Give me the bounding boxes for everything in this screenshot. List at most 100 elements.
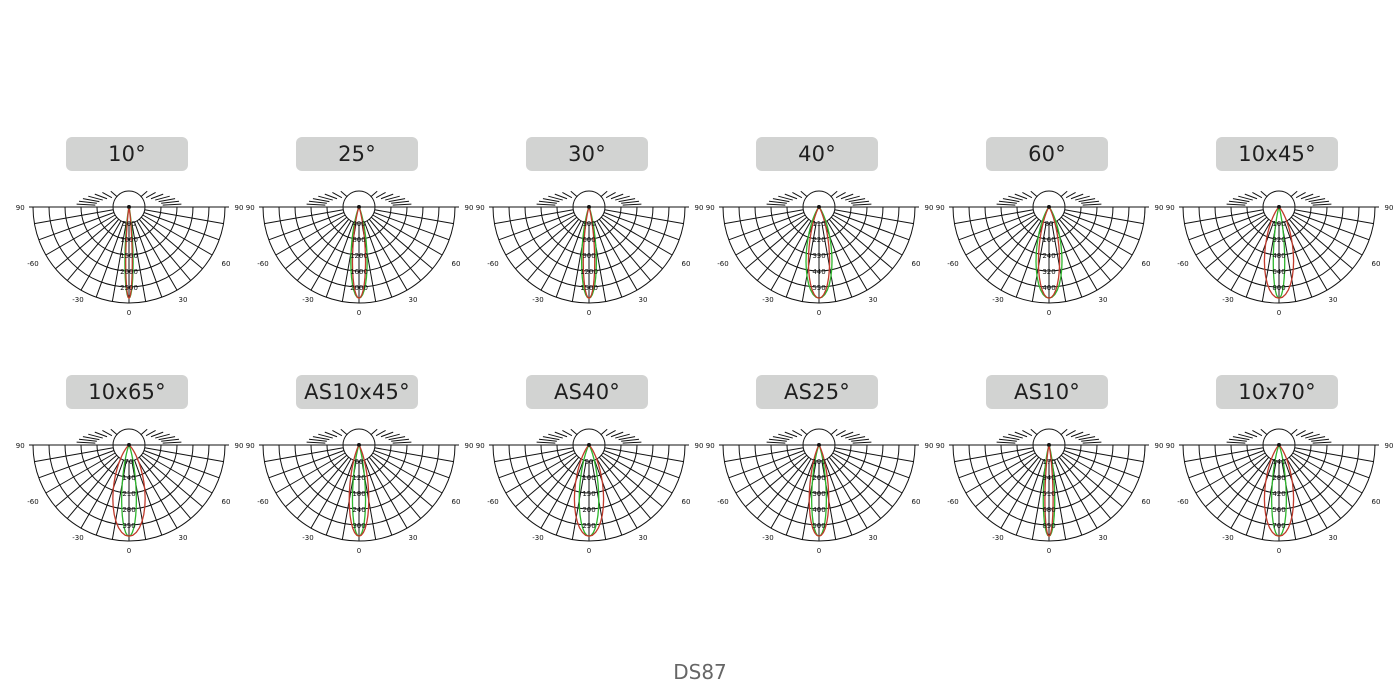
beam-angle-label: 25° bbox=[296, 137, 418, 171]
angle-tick-label: -30 bbox=[992, 296, 1003, 304]
angle-tick-label: 0 bbox=[817, 309, 821, 317]
luminous-intensity-curve bbox=[348, 446, 370, 537]
radial-tick-label: 70 bbox=[125, 458, 134, 466]
radial-tick-label: 140 bbox=[122, 474, 135, 482]
radial-tick-label: 700 bbox=[1272, 522, 1285, 530]
radial-tick-label: 900 bbox=[582, 252, 595, 260]
angle-tick-label: 90 bbox=[465, 204, 474, 212]
radial-tick-label: 600 bbox=[582, 236, 595, 244]
luminous-intensity-curve bbox=[1263, 207, 1295, 299]
luminous-intensity-curve bbox=[582, 208, 596, 299]
angle-tick-label: -90 bbox=[16, 204, 25, 212]
angle-tick-label: -90 bbox=[936, 204, 945, 212]
radial-tick-label: 120 bbox=[352, 474, 365, 482]
beam-angle-label: 60° bbox=[986, 137, 1108, 171]
luminous-intensity-curve bbox=[1044, 446, 1054, 538]
beam-angle-label: 10° bbox=[66, 137, 188, 171]
radial-tick-label: 180 bbox=[352, 490, 365, 498]
angle-tick-label: 60 bbox=[1142, 498, 1151, 506]
radial-tick-label: 280 bbox=[1272, 474, 1285, 482]
angle-tick-label: -30 bbox=[72, 534, 83, 542]
angle-tick-label: -90 bbox=[706, 442, 715, 450]
angle-tick-label: 60 bbox=[1372, 498, 1381, 506]
radial-tick-label: 2000 bbox=[350, 284, 368, 292]
angle-tick-label: -60 bbox=[717, 260, 728, 268]
angle-tick-label: 90 bbox=[235, 442, 244, 450]
radial-tick-label: 300 bbox=[582, 220, 595, 228]
radial-tick-label: 200 bbox=[582, 506, 595, 514]
radial-tick-label: 510 bbox=[1042, 490, 1055, 498]
angle-tick-label: 90 bbox=[465, 442, 474, 450]
luminous-intensity-curve bbox=[112, 445, 146, 537]
beam-angle-label: 40° bbox=[756, 137, 878, 171]
angle-tick-label: 90 bbox=[925, 204, 934, 212]
luminous-intensity-curve bbox=[1037, 208, 1061, 299]
polar-origin-dot bbox=[1047, 205, 1051, 209]
beam-angle-label: AS25° bbox=[756, 375, 878, 409]
angle-tick-label: -90 bbox=[476, 442, 485, 450]
radial-tick-label: 250 bbox=[582, 522, 595, 530]
angle-tick-label: 0 bbox=[357, 309, 361, 317]
radial-tick-label: 440 bbox=[812, 268, 825, 276]
angle-tick-label: 0 bbox=[127, 547, 131, 555]
angle-tick-label: -60 bbox=[947, 498, 958, 506]
polar-origin-dot bbox=[357, 443, 361, 447]
angle-tick-label: 30 bbox=[1099, 296, 1108, 304]
radial-tick-label: 2000 bbox=[120, 268, 138, 276]
radial-tick-label: 480 bbox=[1272, 252, 1285, 260]
radial-tick-label: 280 bbox=[122, 506, 135, 514]
angle-tick-label: 90 bbox=[1155, 442, 1164, 450]
radial-tick-label: 140 bbox=[1272, 458, 1285, 466]
radial-tick-label: 800 bbox=[352, 236, 365, 244]
angle-tick-label: -60 bbox=[1177, 260, 1188, 268]
radial-tick-label: 80 bbox=[1045, 220, 1054, 228]
angle-tick-label: 30 bbox=[1329, 534, 1338, 542]
luminous-intensity-curve bbox=[1263, 445, 1295, 537]
angle-tick-label: -60 bbox=[487, 260, 498, 268]
beam-angle-label: 30° bbox=[526, 137, 648, 171]
radial-tick-label: 220 bbox=[812, 236, 825, 244]
angle-tick-label: 90 bbox=[925, 442, 934, 450]
angle-tick-label: 0 bbox=[1277, 547, 1281, 555]
radial-tick-label: 340 bbox=[1042, 474, 1055, 482]
angle-tick-label: 60 bbox=[682, 260, 691, 268]
angle-tick-label: -30 bbox=[72, 296, 83, 304]
radial-tick-label: 300 bbox=[812, 490, 825, 498]
angle-tick-label: 30 bbox=[639, 534, 648, 542]
radial-tick-label: 500 bbox=[812, 522, 825, 530]
angle-tick-label: 30 bbox=[1329, 296, 1338, 304]
angle-tick-label: 60 bbox=[912, 498, 921, 506]
angle-tick-label: 90 bbox=[1385, 204, 1394, 212]
angle-tick-label: 0 bbox=[817, 547, 821, 555]
radial-tick-label: 110 bbox=[812, 220, 825, 228]
polar-grid bbox=[29, 190, 229, 304]
angle-tick-label: -60 bbox=[487, 498, 498, 506]
polar-grid bbox=[489, 428, 689, 542]
angle-tick-label: 90 bbox=[235, 204, 244, 212]
angle-tick-label: -60 bbox=[27, 260, 38, 268]
radial-tick-label: 560 bbox=[1272, 506, 1285, 514]
polar-origin-dot bbox=[817, 443, 821, 447]
polar-grid bbox=[949, 190, 1149, 304]
radial-tick-label: 680 bbox=[1042, 506, 1055, 514]
radial-tick-label: 50 bbox=[585, 458, 594, 466]
angle-tick-label: 60 bbox=[1142, 260, 1151, 268]
angle-tick-label: -90 bbox=[1166, 442, 1175, 450]
luminous-intensity-curve bbox=[807, 208, 831, 299]
angle-tick-label: 30 bbox=[639, 296, 648, 304]
radial-tick-label: 400 bbox=[1042, 284, 1055, 292]
angle-tick-label: 90 bbox=[695, 442, 704, 450]
radial-tick-label: 420 bbox=[1272, 490, 1285, 498]
angle-tick-label: -60 bbox=[27, 498, 38, 506]
